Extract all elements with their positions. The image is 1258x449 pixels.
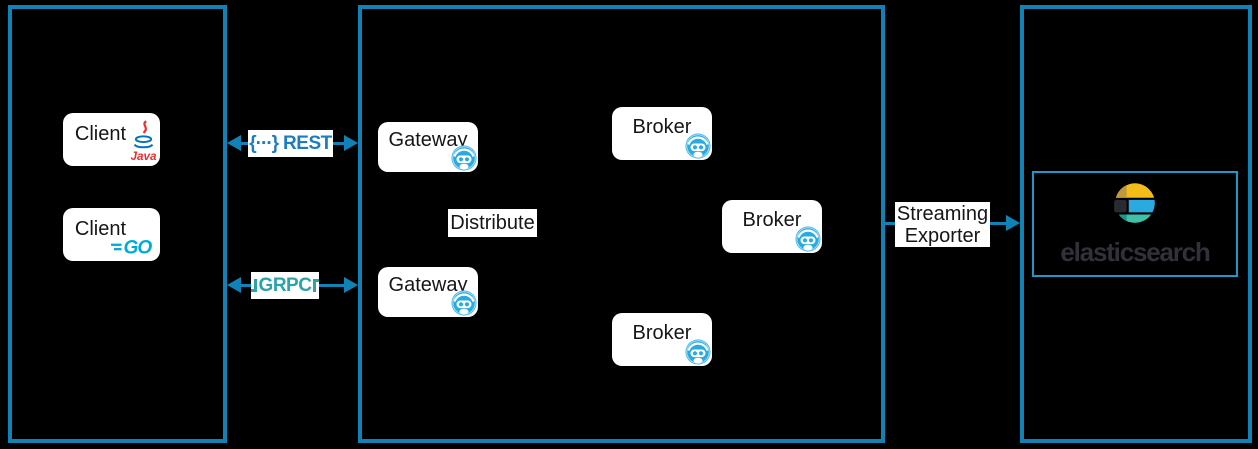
clients-panel — [8, 5, 227, 443]
elasticsearch-icon — [1114, 183, 1155, 223]
go-wordmark: GO — [123, 238, 152, 257]
grpc-right-hook-icon — [313, 279, 319, 292]
broker-label: Broker — [742, 209, 802, 231]
gateway-node-1: Gateway — [378, 122, 478, 172]
go-icon: GO — [111, 238, 153, 257]
elasticsearch-panel — [1020, 5, 1252, 443]
grpc-label: GRPC — [258, 274, 312, 296]
zeebe-cluster-panel — [358, 5, 885, 443]
client-go-node: Client GO — [63, 208, 160, 261]
rest-api-badge: {···} REST — [248, 130, 333, 157]
broker-node-3: Broker — [612, 313, 712, 366]
broker-node-2: Broker — [722, 200, 822, 253]
streaming-exporter-line2: Exporter — [904, 224, 981, 247]
gateway-node-2: Gateway — [378, 267, 478, 317]
gateway-label: Gateway — [388, 274, 468, 296]
client-java-node: Client Java — [63, 113, 160, 166]
streaming-arrowhead — [1006, 215, 1020, 231]
streaming-exporter-label: Streaming Exporter — [895, 202, 990, 247]
grpc-arrowhead-left — [227, 277, 241, 293]
grpc-arrowhead-right — [344, 277, 358, 293]
elasticsearch-logo-box: elasticsearch — [1032, 171, 1238, 277]
elasticsearch-wordmark: elasticsearch — [1060, 237, 1210, 267]
rest-label: REST — [283, 132, 332, 154]
gateway-label: Gateway — [388, 129, 468, 151]
zeebe-icon — [685, 133, 711, 159]
zeebe-icon — [795, 226, 821, 252]
zeebe-icon — [451, 145, 477, 171]
distribute-label: Distribute — [448, 209, 537, 237]
broker-label: Broker — [632, 322, 692, 344]
java-icon: Java — [130, 120, 157, 163]
rest-braces-icon: {···} — [249, 132, 279, 154]
java-wordmark: Java — [130, 150, 157, 163]
streaming-exporter-line1: Streaming — [896, 202, 989, 225]
client-java-label: Client — [74, 123, 127, 145]
zeebe-icon — [451, 290, 477, 316]
zeebe-icon — [685, 339, 711, 365]
grpc-left-hook-icon — [251, 279, 257, 292]
rest-arrowhead-left — [227, 135, 241, 151]
client-go-label: Client — [74, 218, 127, 240]
broker-label: Broker — [632, 116, 692, 138]
grpc-badge: GRPC — [251, 272, 319, 299]
rest-arrowhead-right — [344, 135, 358, 151]
broker-node-1: Broker — [612, 107, 712, 160]
